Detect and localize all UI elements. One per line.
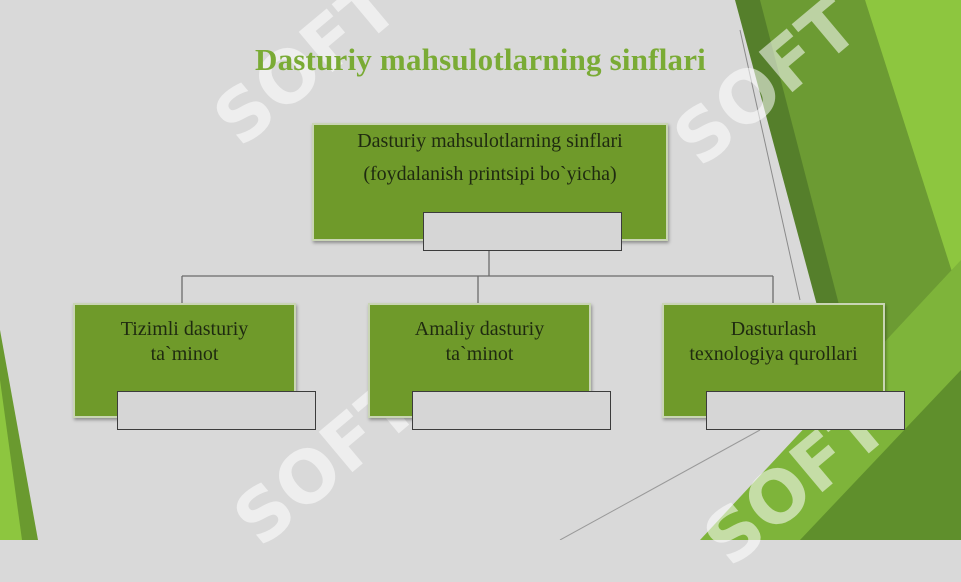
connector-lines: [181, 250, 774, 303]
child-node-line1: Amaliy dasturiy: [414, 318, 545, 340]
root-node-subbox: [423, 212, 622, 251]
child-node-line1: Dasturlash: [730, 318, 817, 340]
child-node-subbox: [412, 391, 611, 430]
child-node-line1: Tizimli dasturiy: [120, 318, 249, 340]
left-accent-shape-light: [0, 380, 22, 540]
child-node-line2: ta`minot: [445, 343, 514, 365]
bottom-right-accent-shape-dark: [800, 370, 961, 540]
root-node-line2: (foydalanish printsipi bo`yicha): [363, 163, 617, 185]
child-node-line2: ta`minot: [150, 343, 219, 365]
root-node-line1: Dasturiy mahsulotlarning sinflari: [357, 130, 623, 152]
child-node-line2: texnologiya qurollari: [689, 343, 858, 365]
child-node-subbox: [706, 391, 905, 430]
slide-title: Dasturiy mahsulotlarning sinflari: [255, 42, 706, 77]
child-node-subbox: [117, 391, 316, 430]
